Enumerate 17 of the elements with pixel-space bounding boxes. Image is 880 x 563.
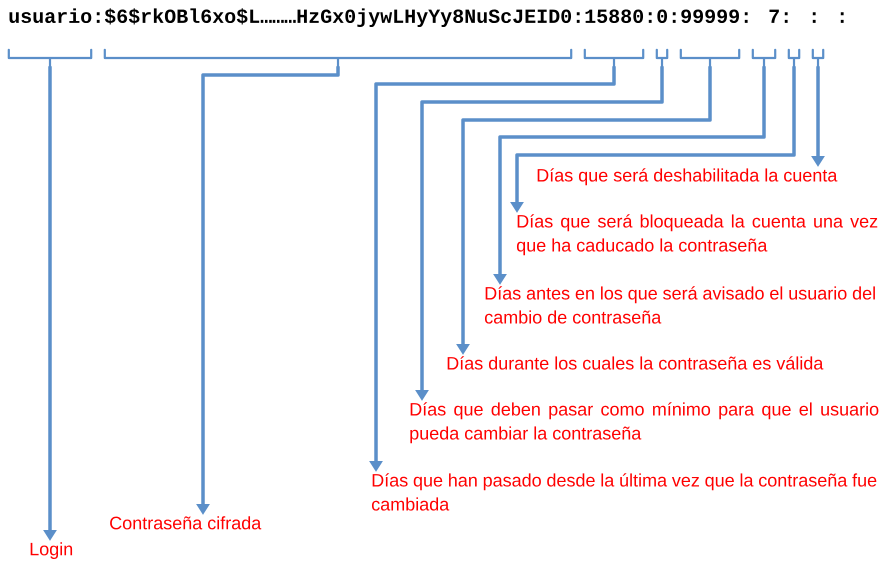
code-line: usuario:$6$rkOBl6xo$L………HzGx0jywLHyYy8NuScJEID0:15880:0:99999: 7: : :	[10, 8, 844, 28]
description-text: Días antes en los que será avisado el usuario del cambio de contraseña	[484, 286, 875, 324]
description-text: Días que será deshabilitada la cuenta	[538, 168, 838, 186]
bracket	[680, 48, 740, 68]
bracket	[788, 48, 800, 68]
bracket	[656, 48, 668, 68]
bracket	[812, 48, 824, 68]
bracket	[584, 48, 644, 68]
description-text: Días durante los cuales la contraseña es válida	[448, 356, 824, 370]
description-text: Días que deben pasar como mínimo para que el usuario pueda cambiar la contraseña	[410, 402, 878, 444]
bracket	[8, 48, 92, 68]
bracket	[104, 48, 572, 68]
description-text: Contraseña cifrada	[110, 516, 262, 530]
bracket	[752, 48, 776, 68]
description-text: Días que han pasado desde la última vez que la contraseña fue cambiada	[372, 473, 876, 511]
description-text: Días que será bloqueada la cuenta una vez que ha caducado la contraseña	[516, 214, 878, 256]
description-text: Login	[30, 542, 72, 559]
